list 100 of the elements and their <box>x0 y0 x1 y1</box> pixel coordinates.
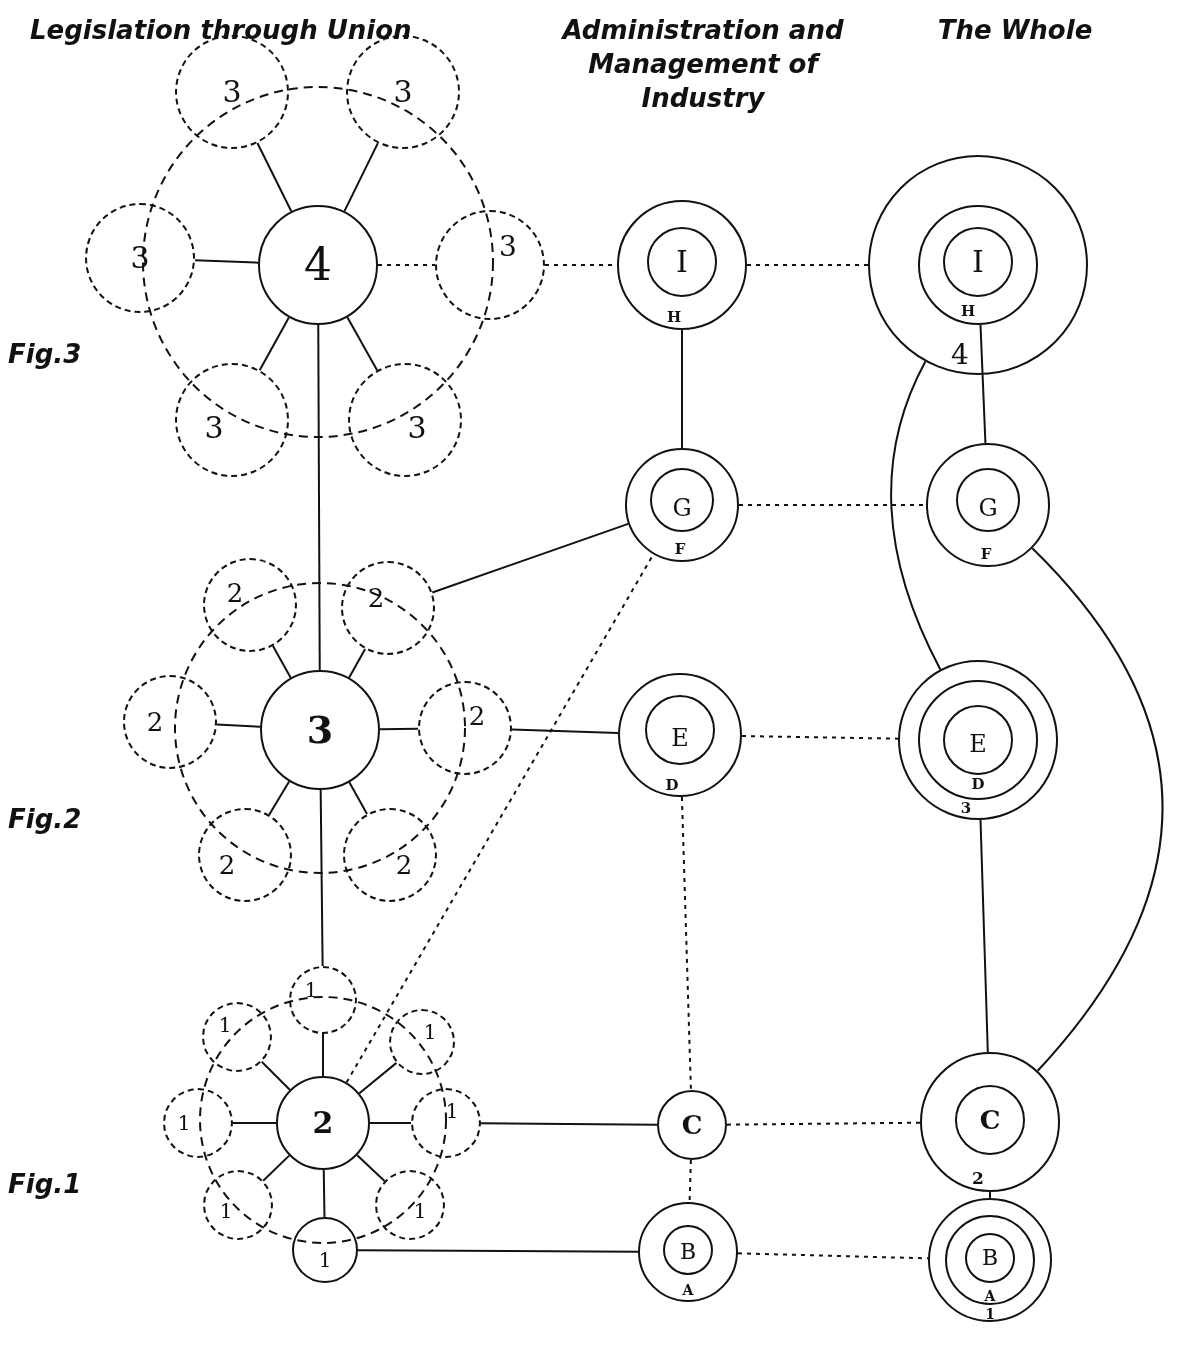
dashed-circle <box>163 1088 233 1158</box>
circle-label: 3 <box>222 77 242 107</box>
circle-node <box>647 227 717 297</box>
connector-line <box>511 728 620 734</box>
circle-label: 2 <box>146 709 164 735</box>
circle-label: A <box>682 1283 694 1297</box>
dashed-circle <box>85 203 195 313</box>
connector-line <box>271 645 292 679</box>
connector-line <box>357 1249 639 1253</box>
connector-line <box>480 1122 658 1126</box>
connector-line <box>369 1122 412 1124</box>
connector-line <box>317 324 321 671</box>
circle-label: 2 <box>312 1108 334 1138</box>
connector-line <box>346 316 379 372</box>
circle-label: 1 <box>304 980 318 1000</box>
dashed-connector <box>688 1159 692 1203</box>
circle-node <box>657 1090 727 1160</box>
figure-label: Fig.2 <box>8 803 83 836</box>
dashed-circle <box>341 561 435 655</box>
column-heading: Administration and Management of Industry <box>560 14 845 115</box>
circle-node <box>276 1076 370 1170</box>
connector-line <box>322 1033 324 1077</box>
dashed-circle <box>289 966 357 1034</box>
circle-label: I <box>972 247 984 277</box>
circle-node <box>956 468 1020 532</box>
circle-node <box>955 1085 1025 1155</box>
circle-label: I <box>676 247 688 277</box>
dashed-connector <box>746 264 869 266</box>
figure-label: Fig.1 <box>8 1168 83 1201</box>
dashed-connector <box>737 1252 929 1260</box>
dashed-circle <box>175 363 289 477</box>
dashed-circle <box>198 808 292 902</box>
connector-line <box>348 648 367 679</box>
circle-node <box>943 705 1013 775</box>
circle-label: B <box>981 1247 999 1269</box>
circle-label: 2 <box>468 703 486 729</box>
circle-label: 1 <box>413 1201 427 1221</box>
dashed-connector <box>741 735 899 740</box>
dashed-circle <box>203 558 297 652</box>
circle-node <box>945 1215 1035 1305</box>
circle-label: D <box>665 777 679 793</box>
circle-node <box>918 205 1038 325</box>
connector-line <box>268 780 291 816</box>
circle-node <box>928 1198 1052 1322</box>
circle-label: C <box>979 1107 1001 1133</box>
connector-line <box>260 1060 291 1091</box>
connector-line <box>979 818 989 1054</box>
circle-node <box>926 443 1050 567</box>
circle-label: D <box>971 776 985 792</box>
dashed-circle <box>123 675 217 769</box>
dashed-connector <box>680 795 692 1091</box>
circle-label: F <box>674 541 686 557</box>
connector-line <box>193 259 260 264</box>
column-heading: The Whole <box>936 14 1094 47</box>
circle-node <box>258 205 378 325</box>
circle-node <box>868 155 1088 375</box>
circle-label: 4 <box>304 243 332 287</box>
circle-node <box>638 1202 738 1302</box>
circle-label: 3 <box>306 711 334 749</box>
connector-line <box>343 142 379 213</box>
circle-label: 2 <box>972 1169 984 1187</box>
connector-line <box>258 316 290 372</box>
circle-label: H <box>960 303 976 319</box>
dashed-circle <box>375 1170 445 1240</box>
connector-line <box>358 1061 398 1095</box>
connector-line <box>989 1191 991 1199</box>
circle-node <box>618 673 742 797</box>
connector-line <box>431 522 630 594</box>
connector-line <box>356 1154 386 1182</box>
connector-line <box>681 329 683 449</box>
dashed-circle <box>343 808 437 902</box>
circle-node <box>617 200 747 330</box>
circle-label: 1 <box>218 1015 232 1035</box>
connector-line <box>262 1154 291 1182</box>
circle-label: 3 <box>204 413 224 443</box>
circle-node <box>292 1217 358 1283</box>
dashed-circle <box>435 210 545 320</box>
dashed-circle <box>389 1009 455 1075</box>
circle-label: F <box>980 546 992 562</box>
circle-label: 2 <box>395 852 413 878</box>
circle-label: 1 <box>177 1113 191 1133</box>
circle-label: G <box>978 496 998 520</box>
circle-label: B <box>679 1241 697 1263</box>
circle-label: H <box>666 309 682 325</box>
dashed-circle <box>202 1002 272 1072</box>
connector-line <box>319 789 324 967</box>
circle-node <box>663 1225 713 1275</box>
connector-line <box>256 142 293 213</box>
column-heading: Legislation through Union <box>30 14 413 47</box>
circle-node <box>650 468 714 532</box>
circle-label: 1 <box>445 1101 459 1121</box>
circle-label: 2 <box>218 852 236 878</box>
circle-node <box>920 1052 1060 1192</box>
circle-node <box>918 680 1038 800</box>
circle-label: G <box>672 496 692 520</box>
circle-label: 3 <box>499 233 517 261</box>
circle-label: E <box>969 732 987 756</box>
circle-node <box>943 227 1013 297</box>
circle-label: 3 <box>407 413 427 443</box>
circle-label: 3 <box>960 800 972 816</box>
